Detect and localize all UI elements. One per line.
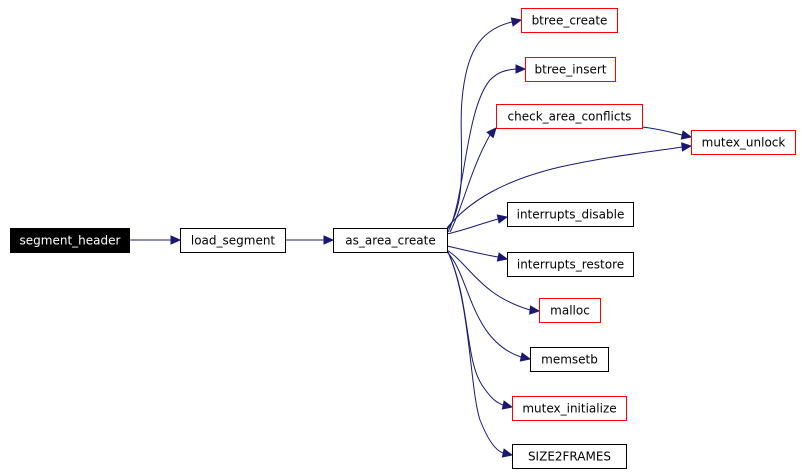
node-box [691, 130, 796, 155]
edge-as_area_create-to-mutex_initialize [447, 251, 514, 410]
edge-line [446, 251, 522, 358]
edge-as_area_create-to-memsetb [446, 251, 532, 362]
node-load_segment[interactable]: load_segment [180, 228, 286, 253]
node-label: load_segment [191, 234, 276, 248]
edge-line [447, 68, 517, 233]
node-mutex_initialize[interactable]: mutex_initialize [512, 396, 627, 421]
edge-arrowhead [501, 448, 514, 458]
edge-as_area_create-to-malloc [446, 249, 541, 315]
edge-arrowhead [501, 400, 514, 410]
edge-load_segment-to-as_area_create [285, 235, 335, 245]
node-box [530, 347, 609, 372]
edge-arrowhead [680, 130, 693, 140]
edge-line [446, 21, 513, 231]
node-interrupts_disable[interactable]: interrupts_disable [507, 202, 634, 227]
node-SIZE2FRAMES[interactable]: SIZE2FRAMES [512, 444, 627, 469]
edge-arrowhead [529, 305, 541, 315]
node-label: memsetb [541, 353, 598, 367]
node-box [539, 298, 601, 323]
node-label: mutex_unlock [702, 136, 786, 150]
edge-line [446, 218, 499, 235]
edge-line [446, 146, 683, 229]
node-check_area_conflicts[interactable]: check_area_conflicts [496, 104, 643, 129]
node-as_area_create[interactable]: as_area_create [333, 228, 448, 253]
edge-arrowhead [486, 127, 497, 139]
edges-layer [129, 17, 693, 458]
edge-line [641, 126, 683, 136]
node-label: segment_header [20, 234, 121, 248]
node-mutex_unlock[interactable]: mutex_unlock [691, 130, 796, 155]
edge-as_area_create-to-check_area_conflicts [449, 127, 497, 233]
node-label: as_area_create [345, 234, 435, 248]
node-box [507, 252, 634, 277]
node-box [496, 104, 643, 129]
edge-check_area_conflicts-to-mutex_unlock [641, 126, 693, 140]
edge-arrowhead [681, 142, 693, 152]
edge-line [446, 249, 531, 311]
edge-arrowhead [519, 352, 532, 362]
node-box [512, 396, 627, 421]
node-label: interrupts_disable [517, 208, 625, 222]
edge-line [446, 245, 499, 258]
node-box [333, 228, 448, 253]
node-label: check_area_conflicts [508, 110, 632, 124]
edge-arrowhead [515, 64, 527, 74]
edge-as_area_create-to-interrupts_disable [446, 214, 509, 235]
edge-line [447, 251, 504, 454]
edge-as_area_create-to-SIZE2FRAMES [447, 251, 514, 458]
node-btree_create[interactable]: btree_create [521, 8, 618, 33]
nodes-layer: segment_header load_segment as_area_create… [10, 8, 796, 469]
edge-arrowhead [323, 235, 335, 245]
edge-as_area_create-to-mutex_unlock [446, 142, 693, 229]
node-label: btree_create [532, 14, 608, 28]
edge-arrowhead [496, 252, 509, 262]
edge-arrowhead [170, 235, 182, 245]
edge-as_area_create-to-interrupts_restore [446, 245, 509, 262]
node-malloc[interactable]: malloc [539, 298, 601, 323]
edge-as_area_create-to-btree_insert [447, 64, 527, 233]
edge-line [449, 134, 491, 233]
node-segment_header: segment_header [10, 228, 130, 253]
node-label: mutex_initialize [522, 402, 616, 416]
edge-arrowhead [510, 17, 523, 27]
node-memsetb[interactable]: memsetb [530, 347, 609, 372]
node-box [525, 57, 616, 82]
node-label: SIZE2FRAMES [528, 450, 611, 464]
node-box [10, 228, 130, 253]
edge-arrowhead [496, 214, 509, 224]
node-btree_insert[interactable]: btree_insert [525, 57, 616, 82]
edge-as_area_create-to-btree_create [446, 17, 523, 231]
node-box [180, 228, 286, 253]
node-label: malloc [550, 304, 590, 318]
node-label: interrupts_restore [517, 258, 624, 272]
edge-segment_header-to-load_segment [129, 235, 182, 245]
node-label: btree_insert [535, 63, 607, 77]
node-box [512, 444, 627, 469]
node-box [521, 8, 618, 33]
node-interrupts_restore[interactable]: interrupts_restore [507, 252, 634, 277]
node-box [507, 202, 634, 227]
